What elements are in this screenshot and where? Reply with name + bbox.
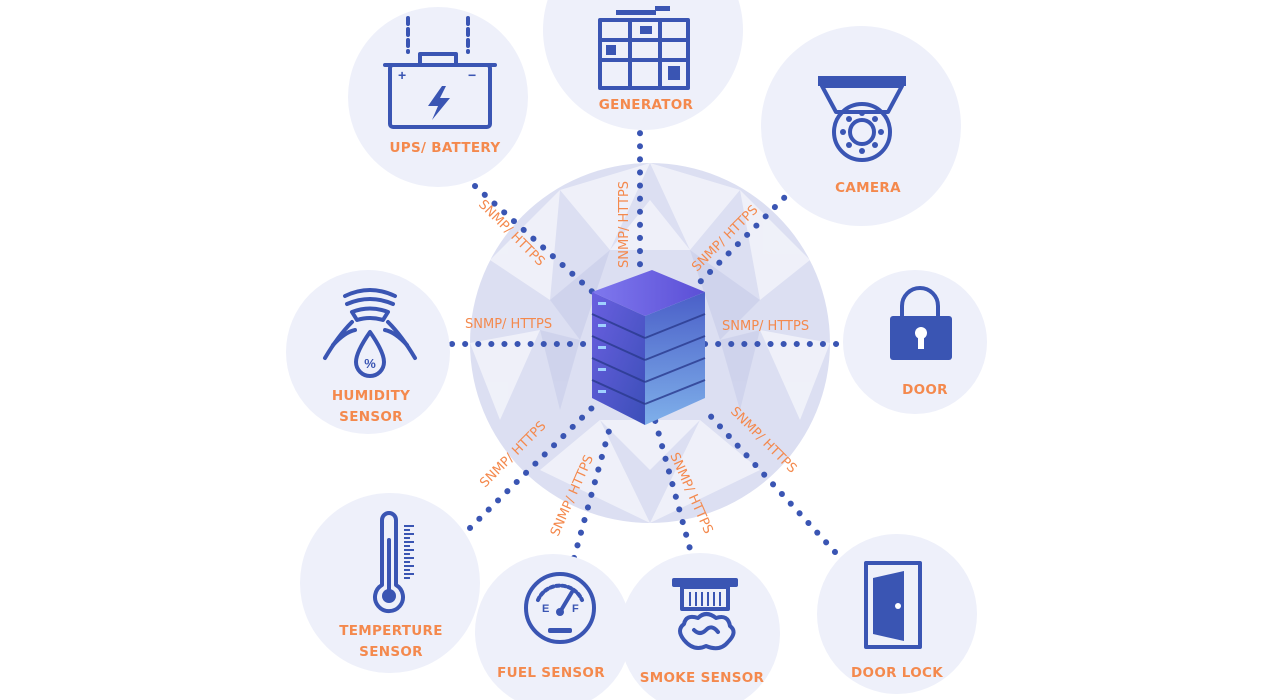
node-temperature-sensor: TEMPERTURE SENSOR <box>300 493 480 673</box>
thermometer-icon <box>373 511 414 614</box>
temperature-label-2: SENSOR <box>359 644 423 660</box>
svg-text:−: − <box>468 67 476 83</box>
ups-label: UPS/ BATTERY <box>390 140 501 156</box>
svg-text:+: + <box>398 67 406 83</box>
generator-label: GENERATOR <box>599 97 694 113</box>
protocol-label-door: SNMP/ HTTPS <box>722 319 809 334</box>
svg-text:E: E <box>542 603 549 615</box>
link-smoke <box>652 417 696 563</box>
node-fuel-sensor: E F FUEL SENSOR <box>475 554 631 700</box>
svg-text:%: % <box>364 356 376 371</box>
door-label: DOOR <box>902 382 948 398</box>
node-ups-battery: + − UPS/ BATTERY <box>348 7 528 187</box>
padlock-icon <box>890 286 952 360</box>
smoke-label: SMOKE SENSOR <box>640 670 765 686</box>
camera-icon <box>818 76 906 162</box>
link-fuel <box>571 417 615 561</box>
protocol-label-generator: SNMP/ HTTPS <box>617 181 632 268</box>
humidity-sensor-icon: % <box>323 288 417 378</box>
node-camera: CAMERA <box>761 26 961 226</box>
fuel-label: FUEL SENSOR <box>497 665 605 681</box>
node-humidity-sensor: % HUMIDITY SENSOR <box>286 270 450 434</box>
temperature-label-1: TEMPERTURE <box>339 623 443 639</box>
generator-icon <box>598 6 690 90</box>
door-icon <box>864 561 922 649</box>
node-door-lock: DOOR LOCK <box>817 534 977 694</box>
node-door: DOOR <box>843 270 987 414</box>
battery-icon: + − <box>383 16 497 129</box>
humidity-label-2: SENSOR <box>339 409 403 425</box>
smoke-detector-icon <box>672 578 738 651</box>
node-generator: GENERATOR <box>543 0 743 130</box>
link-temperature <box>467 397 603 531</box>
camera-label: CAMERA <box>835 180 901 196</box>
humidity-label-1: HUMIDITY <box>332 388 410 404</box>
protocol-label-humidity: SNMP/ HTTPS <box>465 317 552 332</box>
node-smoke-sensor: SMOKE SENSOR <box>620 553 780 700</box>
fuel-gauge-icon: E F <box>524 572 596 644</box>
svg-text:F: F <box>572 603 579 615</box>
link-ups <box>472 183 600 299</box>
doorlock-label: DOOR LOCK <box>851 665 943 681</box>
server-rack-icon <box>591 270 706 425</box>
